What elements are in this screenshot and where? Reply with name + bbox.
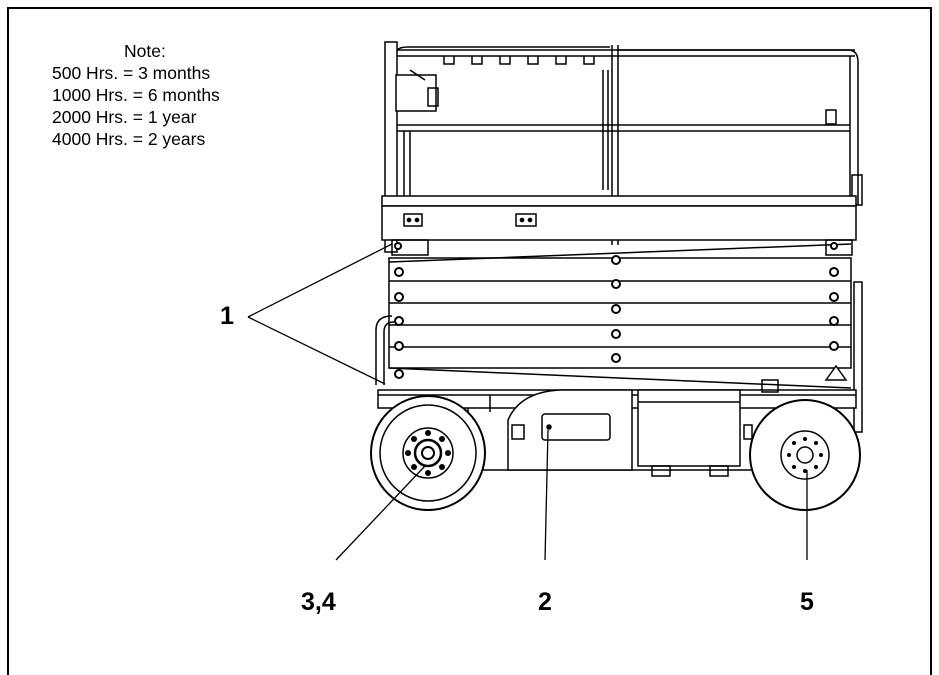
scissor-arms — [388, 239, 863, 433]
callout-2: 2 — [538, 588, 552, 616]
chassis — [375, 315, 857, 477]
note-line-1000: 1000 Hrs. = 6 months — [52, 85, 220, 105]
callout-1: 1 — [220, 302, 234, 330]
platform-guardrail — [384, 41, 863, 253]
maintenance-note: Note: 500 Hrs. = 3 months 1000 Hrs. = 6 … — [52, 40, 220, 150]
leader-lines — [247, 243, 808, 561]
figure-frame — [7, 7, 932, 675]
callout-3-4: 3,4 — [301, 588, 336, 616]
note-line-2000: 2000 Hrs. = 1 year — [52, 107, 197, 127]
note-line-500: 500 Hrs. = 3 months — [52, 63, 211, 83]
note-title: Note: — [124, 41, 166, 61]
front-wheel — [749, 399, 861, 511]
note-line-4000: 4000 Hrs. = 2 years — [52, 129, 206, 149]
rear-wheel — [370, 395, 486, 511]
platform-deck — [381, 195, 857, 241]
callout-5: 5 — [800, 588, 814, 616]
